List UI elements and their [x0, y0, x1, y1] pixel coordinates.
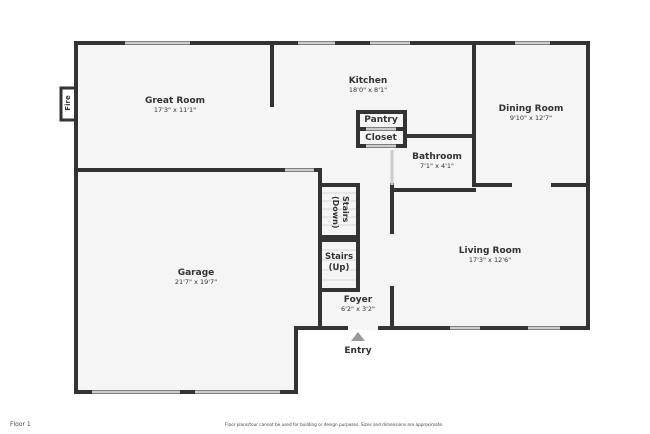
room-foyer: Foyer 6'2" x 3'2": [341, 295, 375, 313]
room-name: Great Room: [144, 96, 206, 106]
entry-arrow-icon: [351, 332, 365, 341]
room-pantry: Pantry: [364, 115, 398, 125]
room-name: Dining Room: [498, 104, 564, 114]
room-dimensions: 17'3" x 12'6": [468, 256, 512, 264]
walls: [59, 41, 590, 394]
windows: [92, 41, 560, 394]
room-living-room: Living Room 17'3" x 12'6": [459, 246, 521, 264]
room-dining-room: Dining Room 9'10" x 12'7": [499, 104, 564, 122]
room-great-room: Great Room 17'3" x 11'1": [145, 96, 205, 114]
room-dimensions: 18'0" x 8'1": [348, 86, 388, 94]
room-stairs-down: Stairs (Down): [331, 196, 350, 229]
room-kitchen: Kitchen 18'0" x 8'1": [349, 76, 388, 94]
room-garage: Garage 21'7" x 19'7": [175, 268, 217, 286]
room-dimensions: 9'10" x 12'7": [509, 114, 553, 122]
disclaimer: Floor plans/tour cannot be used for buil…: [225, 422, 444, 427]
room-dimensions: 17'3" x 11'1": [153, 106, 197, 114]
room-name: Kitchen: [348, 76, 388, 86]
room-dimensions: 21'7" x 19'7": [174, 278, 218, 286]
room-bathroom: Bathroom 7'1" x 4'1": [412, 152, 462, 170]
room-stairs-up: Stairs (Up): [324, 252, 354, 273]
room-dimensions: 6'2" x 3'2": [340, 305, 376, 313]
room-name: Garage: [177, 268, 215, 278]
room-name: Foyer: [343, 295, 373, 305]
room-dimensions: 7'1" x 4'1": [419, 162, 455, 170]
room-name: Living Room: [458, 246, 522, 256]
room-closet: Closet: [365, 133, 397, 143]
room-name: Bathroom: [412, 152, 462, 162]
floor-label: Floor 1: [10, 421, 31, 428]
stair-treads: [322, 192, 356, 281]
entry-label: Entry: [344, 346, 372, 356]
fireplace-label: Fire: [64, 95, 72, 111]
